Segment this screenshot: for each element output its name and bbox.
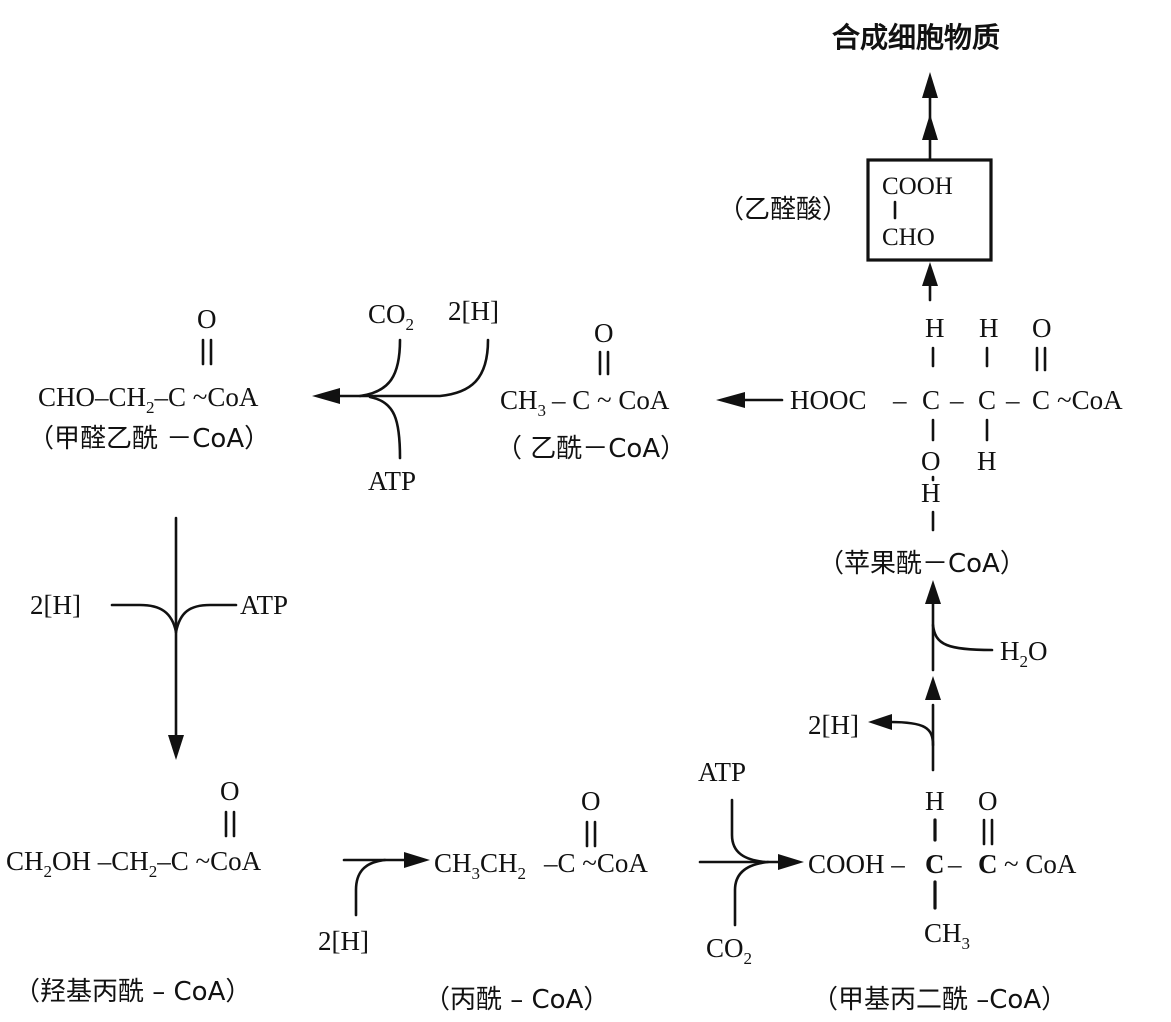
malyl-o-top: O [1032, 313, 1052, 343]
acetyl-formula: CH3– C ~ CoA [500, 385, 670, 420]
acetyl-coa: O CH3– C ~ CoA [500, 318, 670, 420]
propionyl-label: （丙酰 – CoA） [424, 985, 609, 1015]
malyl-coa-tail: ~CoA [1057, 385, 1123, 415]
atp-left: ATP [240, 590, 288, 620]
methylmalonyl-c1: C [925, 849, 945, 879]
h2-right: 2[H] [808, 710, 859, 740]
methylmalonyl-c2: C [978, 849, 998, 879]
arrow-to-synthesis [922, 72, 938, 162]
malyl-dash-2: – [949, 385, 964, 415]
arrow-malyl-to-acetyl [716, 392, 784, 408]
methylmalonyl-cooh: COOH – [808, 849, 905, 879]
malyl-label: （苹果酰－CoA） [818, 549, 1026, 579]
malyl-o-bottom: O [921, 446, 941, 476]
h2o-right: H2O [1000, 636, 1048, 671]
arrow-propionyl-to-methylmalonyl [698, 798, 804, 927]
formylacetyl-formula: CHO–CH2–C ~CoA [38, 382, 259, 417]
atp-bottom: ATP [698, 757, 746, 787]
h2-left: 2[H] [30, 590, 81, 620]
title-synthesis: 合成细胞物质 [832, 21, 1000, 54]
h2-top: 2[H] [448, 296, 499, 326]
malyl-c3: C [1032, 385, 1050, 415]
glyoxylate-label: （乙醛酸） [718, 195, 848, 225]
malyl-c2: C [978, 385, 996, 415]
methylmalonyl-dash: – [947, 849, 962, 879]
malyl-dash-1: – [892, 385, 907, 415]
arrow-formylacetyl-to-hydroxypropionyl [110, 516, 238, 760]
malyl-oh-h: H [921, 478, 941, 508]
malyl-h-top-2: H [979, 313, 999, 343]
malyl-h-bottom: H [977, 446, 997, 476]
glyoxylate-cooh: COOH [882, 173, 953, 200]
formylacetyl-coa: O CHO–CH2–C ~CoA [38, 304, 259, 417]
formylacetyl-label: （甲醛乙酰 －CoA） [28, 424, 270, 454]
co2-bottom: CO2 [706, 933, 752, 968]
glyoxylate-cho: CHO [882, 224, 935, 251]
h2-bottom: 2[H] [318, 926, 369, 956]
arrow-malyl-to-glyoxylate [922, 262, 938, 302]
hydroxypropionyl-formula: CH2OH –CH2–C ~CoA [6, 846, 262, 881]
malyl-hooc: HOOC [790, 385, 867, 415]
hydroxypropionyl-o: O [220, 776, 240, 806]
co2-top: CO2 [368, 299, 414, 334]
malyl-dash-3: – [1005, 385, 1020, 415]
propionyl-coa: O CH3CH2–C ~CoA [434, 786, 648, 883]
atp-top: ATP [368, 466, 416, 496]
arrow-acetyl-to-formylacetyl [312, 338, 490, 460]
methylmalonyl-coa-tail: ~ CoA [1004, 849, 1077, 879]
acetyl-o: O [594, 318, 614, 348]
hydroxypropionyl-coa: O CH2OH –CH2–C ~CoA [6, 776, 262, 881]
methylmalonyl-h: H [925, 786, 945, 816]
methylmalonyl-ch3: CH3 [924, 918, 970, 953]
hydroxypropionyl-label: （羟基丙酰 – CoA） [14, 977, 251, 1007]
arrow-methylmalonyl-to-malyl [868, 580, 994, 772]
propionyl-o: O [581, 786, 601, 816]
malyl-h-top-1: H [925, 313, 945, 343]
methylmalonyl-label: （甲基丙二酰 –CoA） [812, 985, 1067, 1015]
malyl-c1: C [922, 385, 940, 415]
glyoxylate-box [866, 158, 993, 262]
malyl-coa: H H O HOOC – C – C – C ~CoA O H H [790, 313, 1123, 532]
propionyl-formula: CH3CH2–C ~CoA [434, 848, 648, 883]
methylmalonyl-o: O [978, 786, 998, 816]
formylacetyl-o: O [197, 304, 217, 334]
acetyl-label: （ 乙酰－CoA） [496, 434, 686, 464]
arrow-hydroxypropionyl-to-propionyl [342, 852, 430, 917]
methylmalonyl-coa: H O COOH – C – C ~ CoA CH3 [808, 786, 1077, 953]
